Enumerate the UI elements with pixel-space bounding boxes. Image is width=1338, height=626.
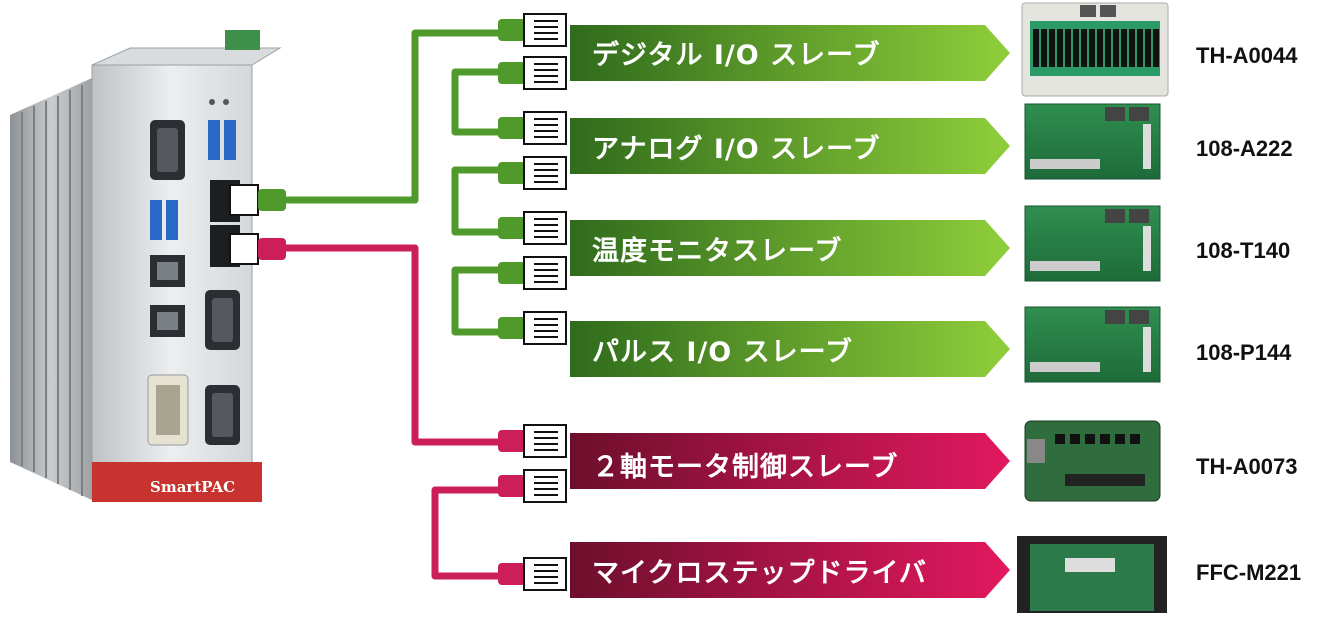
- green-cable-link: [451, 166, 505, 236]
- relay-io-board-icon: [1021, 2, 1169, 97]
- green-pcb-board-icon: [1024, 103, 1161, 180]
- model-label-108-a222: 108-A222: [1196, 136, 1293, 161]
- slave-label-motor-control: ２軸モータ制御スレーブ: [592, 452, 899, 483]
- green-cable-main: [270, 29, 505, 204]
- green-pcb-board-icon: [1024, 306, 1161, 383]
- red-cable-link: [431, 486, 505, 580]
- dvi-port-icon: [147, 374, 189, 446]
- slave-arrow: [570, 542, 1010, 598]
- slave-connectors: [498, 13, 567, 591]
- rj45-connector-icon: [498, 156, 567, 190]
- model-label-th-a0044: TH-A0044: [1196, 43, 1298, 68]
- slave-label-analog-io: アナログ I/O スレーブ: [592, 134, 881, 165]
- smartpac-controller: [10, 30, 282, 502]
- rj45-connector-icon: [229, 233, 286, 265]
- slave-arrow: [570, 25, 1010, 81]
- rj45-connector-icon: [229, 184, 286, 216]
- slave-arrows: [570, 25, 1010, 598]
- green-cable-link: [451, 68, 505, 136]
- slave-label-stepper-driver: マイクロステップドライバ: [592, 558, 927, 589]
- controller-brand-label: SmartPAC: [150, 478, 236, 496]
- slave-label-digital-io: デジタル I/O スレーブ: [592, 40, 881, 71]
- stepper-driver-board-icon: [1017, 536, 1167, 613]
- slave-label-pulse-io: パルス I/O スレーブ: [592, 337, 854, 368]
- rj45-connector-icon: [498, 256, 567, 290]
- rj45-connector-icon: [498, 56, 567, 90]
- model-label-th-a0073: TH-A0073: [1196, 454, 1298, 479]
- slave-arrow: [570, 433, 1010, 489]
- slave-label-temperature: 温度モニタスレーブ: [592, 236, 843, 267]
- slave-arrow: [570, 220, 1010, 276]
- model-label-ffc-m221: FFC-M221: [1196, 560, 1302, 585]
- rj45-connector-icon: [498, 557, 567, 591]
- rj45-connector-icon: [498, 13, 567, 47]
- serial-port-icon: [205, 290, 240, 350]
- model-label-108-p144: 108-P144: [1196, 340, 1292, 365]
- rj45-connector-icon: [498, 424, 567, 458]
- green-cable-link: [451, 266, 505, 336]
- serial-port-icon: [150, 120, 185, 180]
- rj45-connector-icon: [498, 311, 567, 345]
- lan-port-icon: [150, 255, 185, 337]
- rj45-connector-icon: [498, 111, 567, 145]
- green-pcb-board-icon: [1024, 205, 1161, 282]
- slave-arrow: [570, 118, 1010, 174]
- usb-port-icon: [150, 120, 236, 240]
- red-cable-main: [270, 244, 505, 446]
- serial-port-icon: [205, 385, 240, 445]
- slave-arrow: [570, 321, 1010, 377]
- motor-control-board-icon: [1024, 420, 1161, 502]
- slave-boards: [1017, 2, 1169, 613]
- controller-brand-band: [92, 462, 262, 502]
- heatsink-fins: [10, 78, 92, 500]
- model-label-108-t140: 108-T140: [1196, 238, 1291, 263]
- rj45-connector-icon: [498, 211, 567, 245]
- rj45-connector-icon: [498, 469, 567, 503]
